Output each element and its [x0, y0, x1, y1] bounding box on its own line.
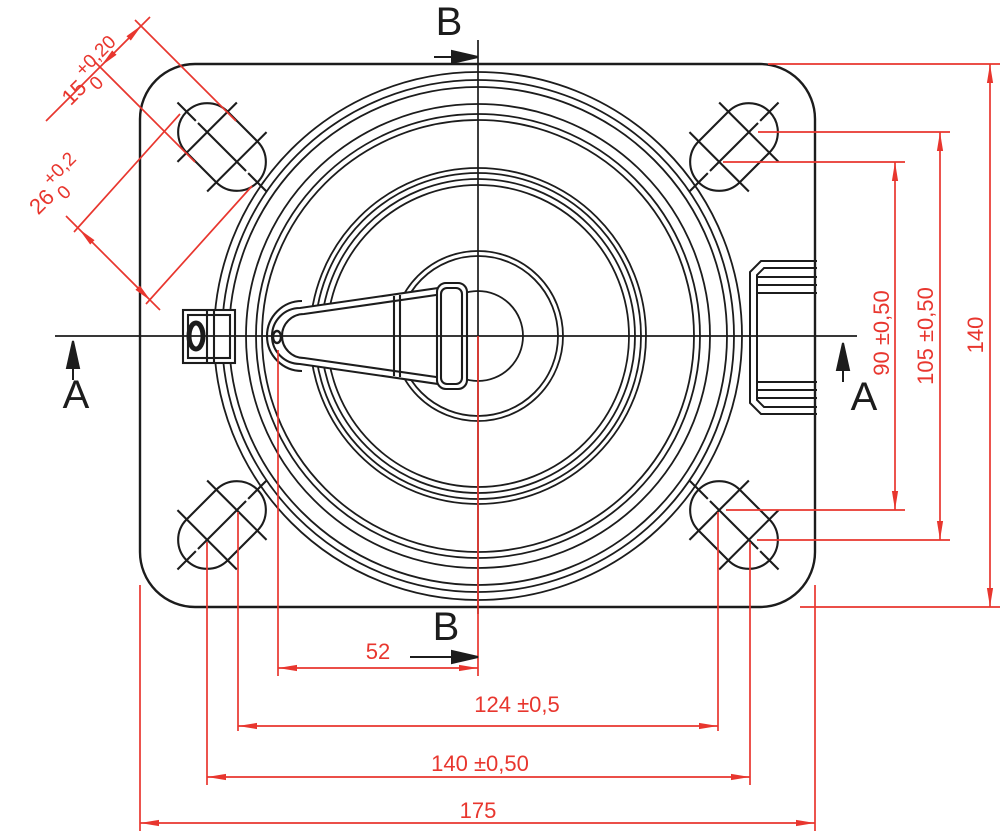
- section-a-left-arrow: [65, 340, 81, 380]
- dim-slot-centers-inner-x: 124 ±0,5: [474, 692, 560, 717]
- section-b-top-label: B: [435, 0, 463, 44]
- section-b-top-arrow: [434, 49, 479, 65]
- section-b-bottom-label: B: [432, 605, 460, 649]
- dim-slot-centers-outer-y: 105 ±0,50: [913, 287, 938, 385]
- mounting-slot-top-right: [658, 71, 810, 223]
- dim-slot-centers-outer-x: 140 ±0,50: [431, 751, 529, 776]
- section-b-bottom-arrow: [410, 649, 479, 665]
- mounting-slot-top-left: [146, 71, 298, 223]
- dim-center-to-lever: 52: [365, 639, 391, 664]
- dim-overall-width: 175: [459, 798, 497, 823]
- release-bracket: [749, 260, 817, 415]
- mounting-slot-bottom-right: [658, 449, 810, 601]
- section-a-right-label: A: [850, 375, 878, 419]
- dim-overall-height: 140: [963, 316, 988, 354]
- dimension-lines: [45, 16, 1000, 831]
- mounting-slot-bottom-left: [146, 449, 298, 601]
- section-a-right-arrow: [835, 342, 851, 382]
- dim-slot-centers-inner-y: 90 ±0,50: [869, 290, 894, 376]
- section-arrows: [65, 49, 851, 665]
- section-a-left-label: A: [62, 373, 90, 417]
